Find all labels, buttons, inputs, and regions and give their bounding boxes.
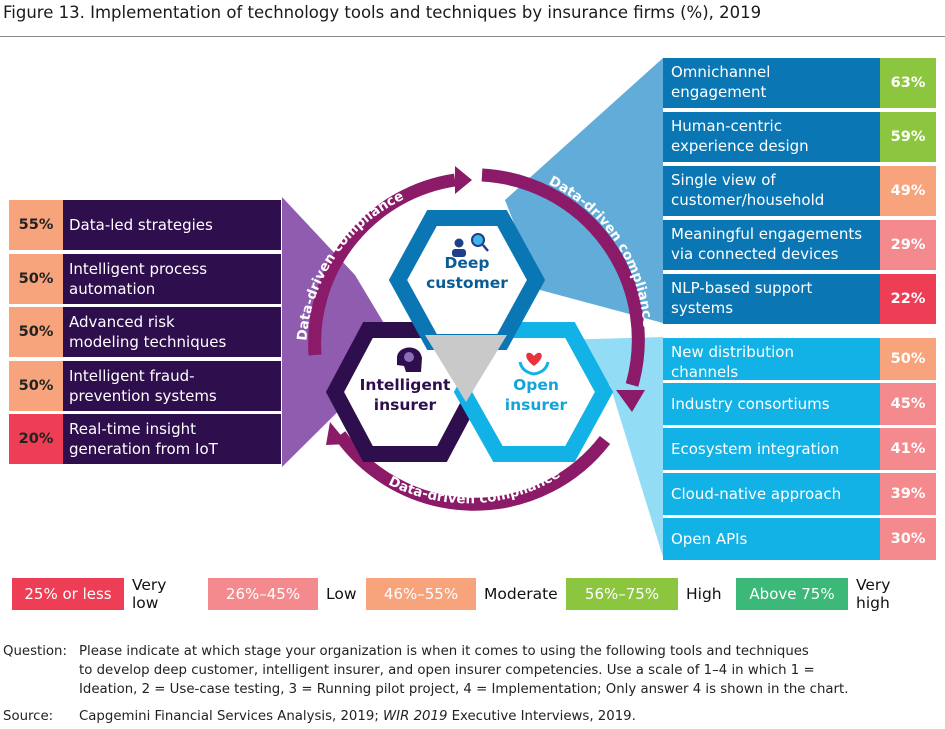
legend-swatch: 26%–45% xyxy=(208,578,318,610)
item-percentage: 63% xyxy=(880,58,936,108)
item-label: Intelligent fraud- prevention systems xyxy=(63,360,281,411)
question-note: Question: Please indicate at which stage… xyxy=(3,642,848,697)
item-label: Intelligent process automation xyxy=(63,253,281,304)
intelligent-insurer-item: 55%Data-led strategies xyxy=(9,200,281,250)
intelligent-insurer-item: 20%Real-time insight generation from IoT xyxy=(9,414,281,464)
item-percentage: 39% xyxy=(880,473,936,515)
source-key: Source: xyxy=(3,709,54,724)
person-search-icon xyxy=(452,233,489,257)
title-divider xyxy=(0,36,945,37)
ring-arrows xyxy=(308,166,645,511)
item-percentage: 50% xyxy=(9,307,63,357)
overlap-triangle xyxy=(425,335,507,402)
figure-title: Figure 13. Implementation of technology … xyxy=(3,3,762,22)
item-percentage: 49% xyxy=(880,166,936,216)
item-percentage: 50% xyxy=(9,253,63,304)
item-label: Ecosystem integration xyxy=(663,428,880,470)
item-percentage: 50% xyxy=(9,360,63,411)
item-percentage: 29% xyxy=(880,220,936,270)
ring-label-bottom: Data-driven compliance xyxy=(386,466,563,508)
item-label: Data-led strategies xyxy=(63,200,281,250)
left-connector xyxy=(282,197,400,467)
brain-head-icon xyxy=(397,347,422,372)
legend-swatch: 56%–75% xyxy=(566,578,678,610)
item-percentage: 50% xyxy=(880,338,936,380)
item-label: Real-time insight generation from IoT xyxy=(63,414,281,464)
legend-swatch: Above 75% xyxy=(736,578,848,610)
intelligent-insurer-item: 50%Advanced risk modeling techniques xyxy=(9,307,281,357)
item-label: Omnichannel engagement xyxy=(663,58,880,108)
item-percentage: 41% xyxy=(880,428,936,470)
legend-swatch: 25% or less xyxy=(12,578,124,610)
legend-label: Very high xyxy=(856,576,891,612)
item-label: Industry consortiums xyxy=(663,383,880,425)
item-percentage: 20% xyxy=(9,414,63,464)
intelligent-insurer-item: 50%Intelligent fraud- prevention systems xyxy=(9,360,281,411)
right-top-connector xyxy=(505,58,663,323)
item-percentage: 45% xyxy=(880,383,936,425)
item-percentage: 22% xyxy=(880,274,936,324)
legend-label: Low xyxy=(326,585,357,603)
item-percentage: 30% xyxy=(880,518,936,560)
legend-swatch: 46%–55% xyxy=(366,578,476,610)
source-text: Capgemini Financial Services Analysis, 2… xyxy=(79,709,636,724)
question-key: Question: xyxy=(3,644,67,659)
item-label: Human-centric experience design xyxy=(663,112,880,162)
heart-hands-icon xyxy=(518,352,550,376)
legend-label: Moderate xyxy=(484,585,558,603)
item-label: New distribution channels xyxy=(663,338,880,381)
item-label: Single view of customer/household xyxy=(663,166,880,216)
intelligent-insurer-item: 50%Intelligent process automation xyxy=(9,253,281,304)
legend-label: Very low xyxy=(132,576,167,612)
source-note: Source: Capgemini Financial Services Ana… xyxy=(3,707,636,726)
competency-diagram: Data-driven compliance Data-driven compl… xyxy=(282,58,663,557)
item-label: Meaningful engagements via connected dev… xyxy=(663,220,880,270)
question-text: Please indicate at which stage your orga… xyxy=(79,644,849,697)
deep-customer-item: Meaningful engagements via connected dev… xyxy=(663,220,936,270)
item-percentage: 55% xyxy=(9,200,63,250)
item-label: Advanced risk modeling techniques xyxy=(63,307,281,357)
item-label: Cloud-native approach xyxy=(663,473,880,515)
item-label: NLP-based support systems xyxy=(663,274,880,324)
legend-label: High xyxy=(686,585,722,603)
item-label: Open APIs xyxy=(663,518,880,560)
item-percentage: 59% xyxy=(880,112,936,162)
